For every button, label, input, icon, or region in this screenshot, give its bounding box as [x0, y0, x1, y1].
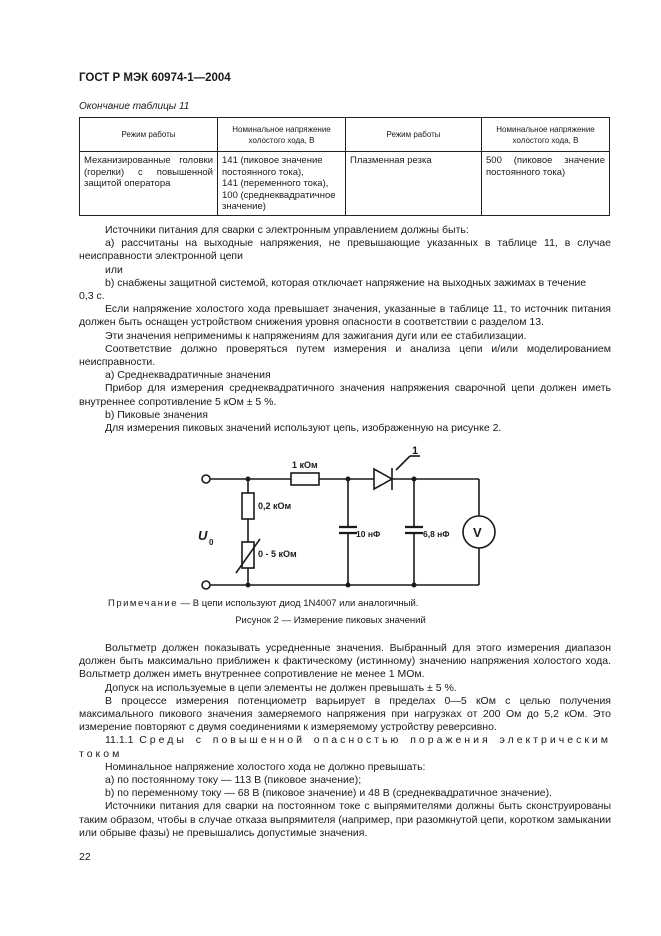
junction-dot	[345, 476, 351, 482]
potentiometer-arrow	[235, 538, 261, 574]
table-cell: Плазменная резка	[345, 151, 482, 216]
callout-leader	[395, 455, 411, 471]
junction-dot	[411, 582, 417, 588]
column-header: Режим работы	[345, 117, 482, 152]
input-terminal-bottom	[201, 580, 211, 590]
voltmeter-symbol	[462, 515, 496, 549]
page-header: ГОСТ Р МЭК 60974-1—2004	[79, 72, 231, 84]
note-prefix: Примечание	[108, 598, 178, 609]
junction-dot	[411, 476, 417, 482]
paragraph: 0,3 с.	[79, 290, 105, 303]
paragraph: Источники питания для сварки на постоянн…	[79, 800, 611, 839]
source-label-subscript: 0	[209, 538, 214, 547]
resistor-fixed	[241, 492, 255, 520]
label-r-series: 1 кОм	[292, 460, 318, 470]
paragraph: В процессе измерения потенциометр варьир…	[79, 694, 611, 734]
label-c2: 6,8 нФ	[423, 529, 450, 539]
junction-dot	[245, 476, 251, 482]
label-r-fixed: 0,2 кОм	[258, 501, 292, 511]
paragraph: b) по переменному току — 68 В (пиковое з…	[105, 787, 553, 800]
paragraph: Соответствие должно проверяться путем из…	[79, 342, 611, 369]
figure-note: Примечание — В цепи используют диод 1N40…	[108, 598, 418, 609]
paragraph: Эти значения неприменимы к напряжениям д…	[105, 329, 527, 342]
table-row: Механизированные головки (горелки) с пов…	[79, 151, 610, 216]
table-caption: Окончание таблицы 11	[79, 101, 190, 112]
text-block-top: Источники питания для сварки с электронн…	[79, 224, 611, 435]
table-cell: 141 (пиковое значение постоянного тока),…	[217, 151, 346, 216]
voltmeter-label: V	[473, 525, 482, 540]
paragraph: a) Среднеквадратичные значения	[105, 369, 271, 382]
resistor-series	[290, 472, 320, 486]
column-header: Номинальное напряжение холостого хода, В	[481, 117, 610, 152]
table-11: Режим работы Номинальное напряжение холо…	[79, 117, 610, 216]
column-header: Номинальное напряжение холостого хода, В	[217, 117, 346, 152]
paragraph: Номинальное напряжение холостого хода не…	[105, 760, 426, 773]
section-heading: 11.1.1 Среды с повышенной опасностью пор…	[79, 734, 611, 760]
callout-number: 1	[412, 445, 418, 457]
paragraph: Если напряжение холостого хода превышает…	[79, 303, 611, 329]
paragraph: a) по постоянному току — 113 В (пиковое …	[105, 774, 362, 787]
text-block-bottom: Вольтметр должен показывать усредненные …	[79, 642, 611, 840]
paragraph: Вольтметр должен показывать усредненные …	[79, 642, 611, 681]
section-title: Среды с повышенной опасностью поражения …	[79, 734, 611, 760]
paragraph: b) Пиковые значения	[105, 408, 208, 421]
column-header: Режим работы	[79, 117, 218, 152]
table-cell: Механизированные головки (горелки) с пов…	[79, 151, 218, 216]
paragraph: Допуск на используемые в цепи элементы н…	[105, 681, 457, 694]
table-cell: 500 (пиковое значение постоянного тока)	[481, 151, 610, 216]
paragraph: Прибор для измерения среднеквадратичного…	[79, 382, 611, 408]
note-text: — В цепи используют диод 1N4007 или анал…	[178, 598, 419, 609]
table-header-row: Режим работы Номинальное напряжение холо…	[79, 117, 610, 152]
circuit-diagram: 1 кОм 0,2 кОм 0 - 5 кОм 10 нФ 6,8 нФ V U…	[198, 445, 496, 590]
input-terminal-top	[201, 474, 211, 484]
label-r-pot: 0 - 5 кОм	[258, 549, 297, 559]
paragraph: или	[105, 263, 123, 276]
page-number: 22	[79, 851, 91, 863]
junction-dot	[245, 582, 251, 588]
diode-symbol	[373, 467, 394, 491]
paragraph: Источники питания для сварки с электронн…	[105, 224, 469, 236]
paragraph: a) рассчитаны на выходные напряжения, не…	[79, 237, 611, 263]
paragraph: b) снабжены защитной системой, которая о…	[105, 276, 587, 289]
source-label: U	[198, 528, 208, 543]
paragraph: Для измерения пиковых значений использую…	[105, 422, 502, 435]
label-c1: 10 нФ	[356, 529, 380, 539]
section-number: 11.1.1	[105, 734, 134, 747]
figure-caption: Рисунок 2 — Измерение пиковых значений	[235, 615, 426, 626]
junction-dot	[345, 582, 351, 588]
